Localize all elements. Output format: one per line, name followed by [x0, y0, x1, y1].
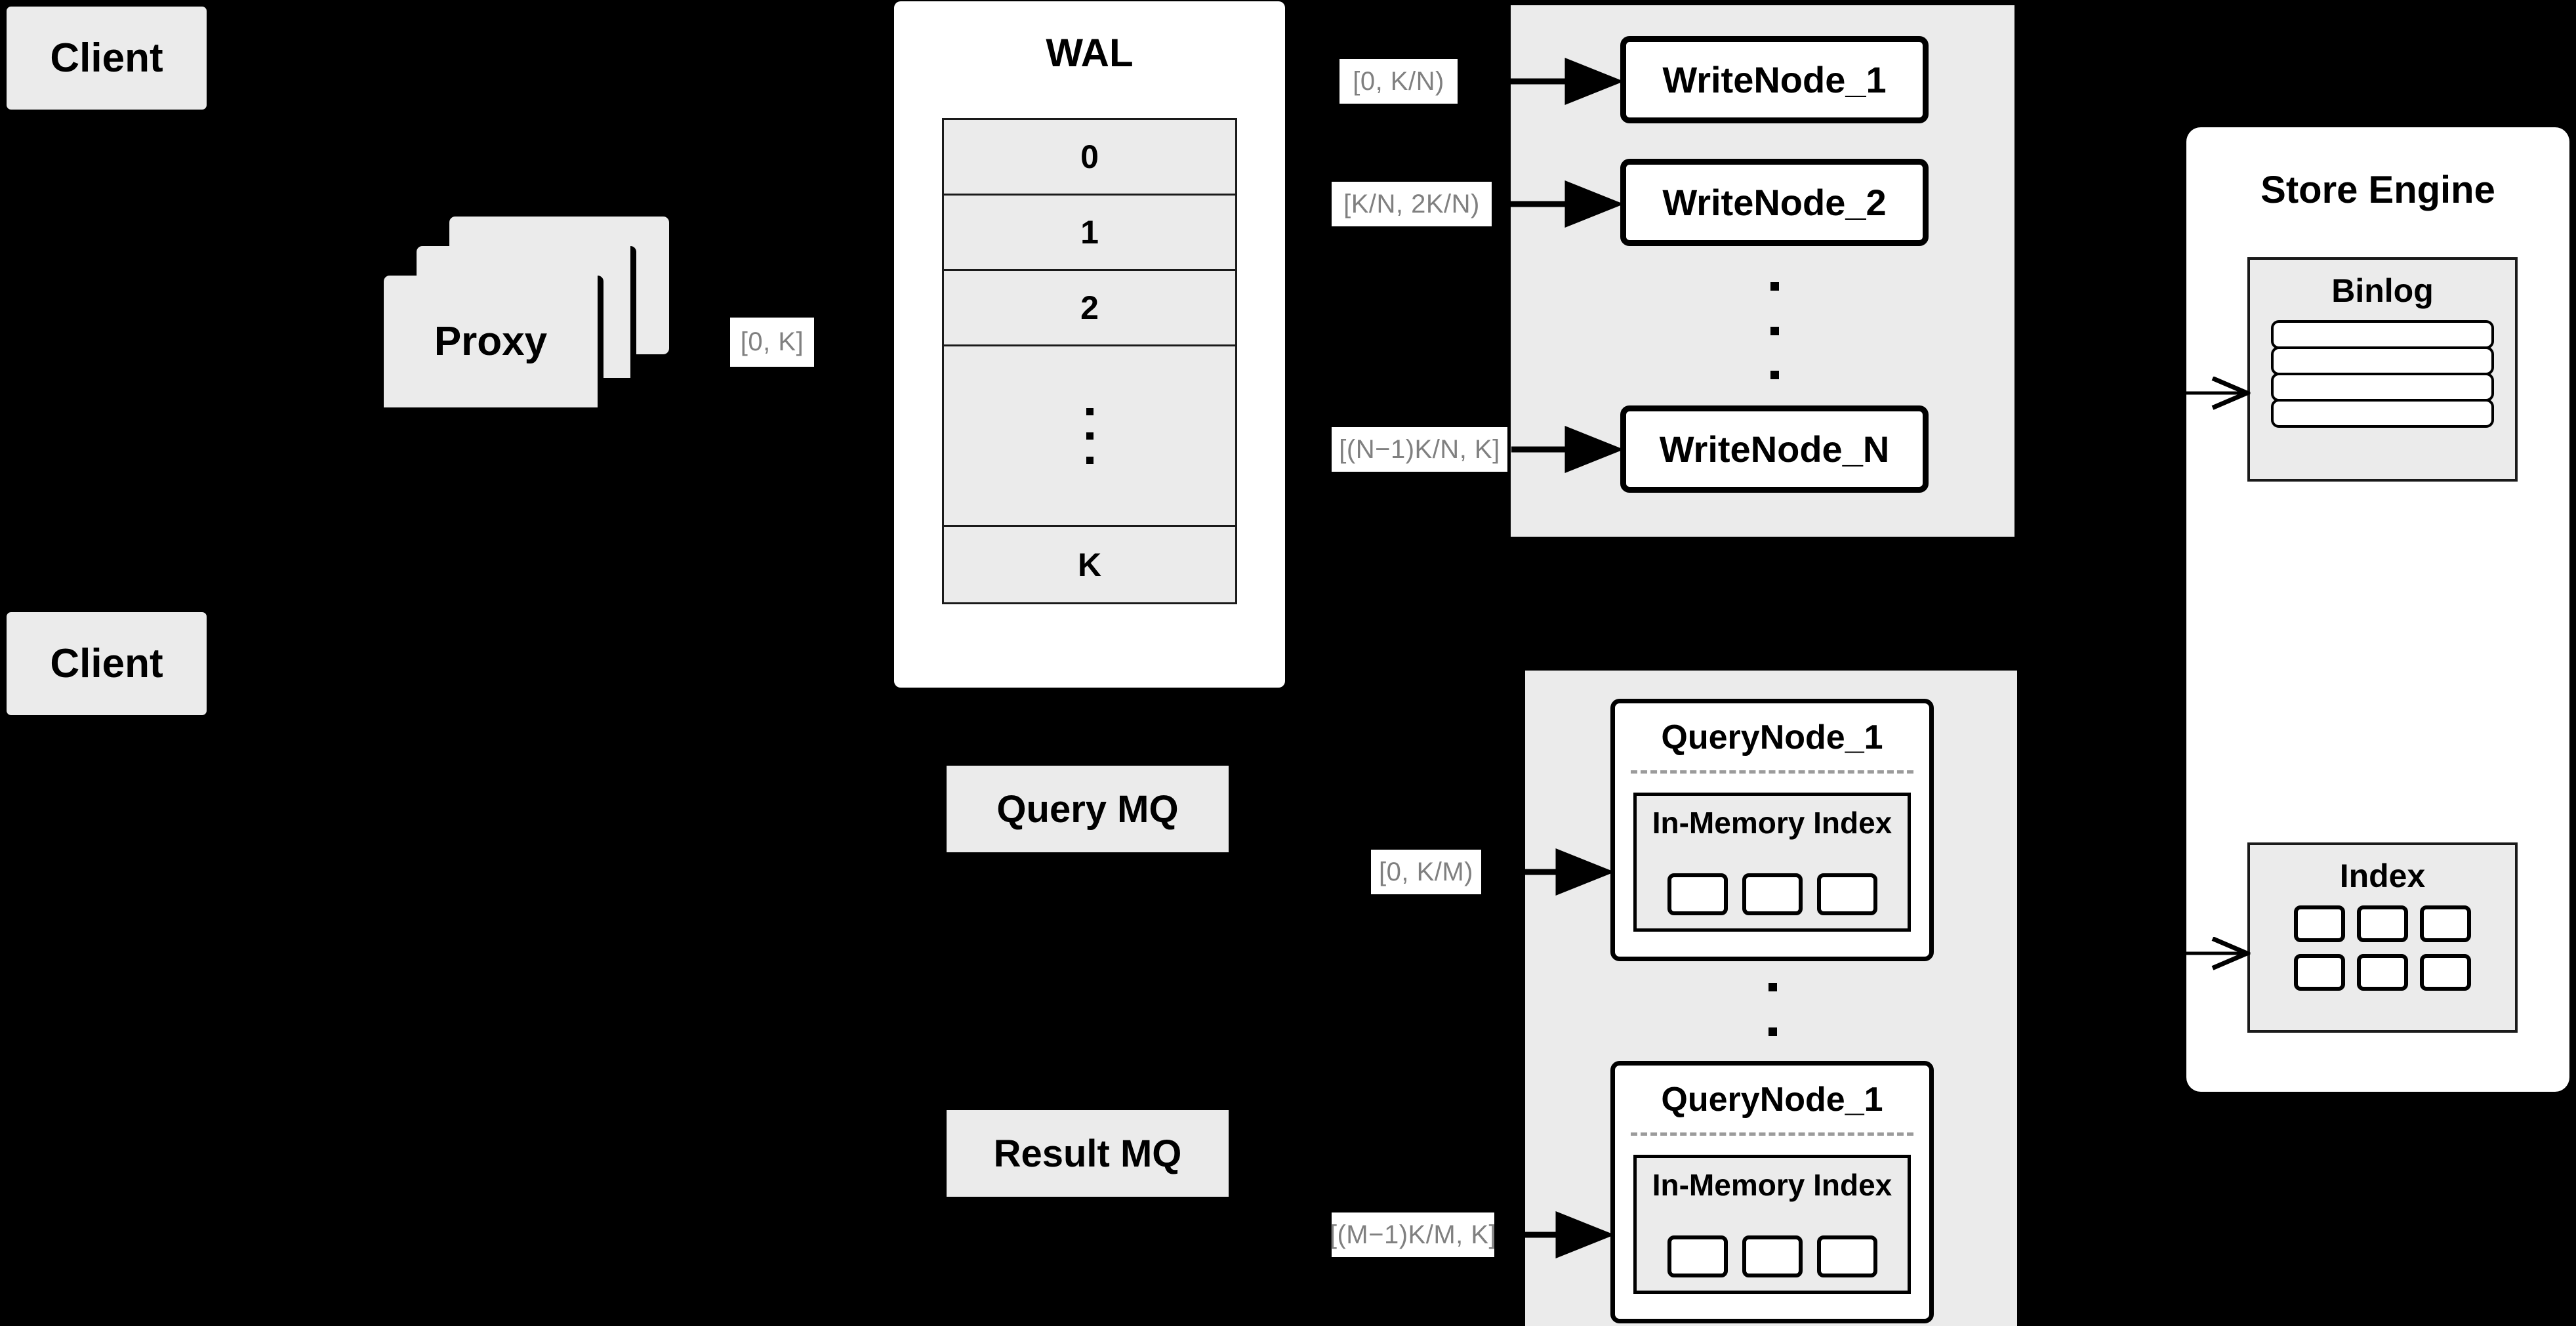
client-label-2: Client	[50, 641, 163, 686]
index-cell	[2420, 905, 2471, 942]
query-node-1[interactable]: QueryNode_1 In-Memory Index	[1610, 699, 1934, 961]
binlog-row	[2271, 399, 2494, 428]
result-mq-label: Result MQ	[993, 1132, 1182, 1175]
index-panel: Index	[2247, 842, 2518, 1033]
store-engine-panel: Store Engine Binlog Index	[2186, 127, 2569, 1092]
ellipsis-dot	[1768, 983, 1777, 991]
query-node-m-divider	[1631, 1132, 1913, 1136]
write-node-n-label: WriteNode_N	[1659, 428, 1890, 470]
wal-row: K	[1077, 546, 1102, 583]
in-memory-index-m: In-Memory Index	[1633, 1155, 1911, 1294]
edge-label-wal-to-writenode-1: [0, K/N)	[1339, 59, 1458, 104]
wal-title: WAL	[1046, 31, 1134, 75]
in-memory-index-m-title: In-Memory Index	[1652, 1168, 1892, 1202]
edge-label-mq-to-querynode-m: [(M−1)K/M, K]	[1330, 1212, 1496, 1257]
index-cell	[1742, 1235, 1803, 1277]
index-cell	[2294, 954, 2345, 991]
ellipsis-dot	[1086, 456, 1094, 464]
ellipsis-dot	[1770, 282, 1779, 291]
ellipsis-dot	[1770, 371, 1779, 379]
index-cell	[1667, 873, 1728, 915]
client-box-2[interactable]: Client	[7, 612, 207, 715]
query-node-m-title: QueryNode_1	[1661, 1081, 1883, 1119]
ellipsis-dot	[1770, 326, 1779, 335]
index-cell	[1667, 1235, 1728, 1277]
ellipsis-dot	[1086, 407, 1094, 415]
write-node-2[interactable]: WriteNode_2	[1620, 159, 1929, 246]
query-mq-label: Query MQ	[996, 787, 1179, 831]
edge-label-wal-to-writenode-n: [(N−1)K/N, K]	[1332, 427, 1507, 472]
wal-row: 2	[944, 271, 1235, 346]
wal-row: 1	[944, 196, 1235, 271]
index-cell	[1816, 1235, 1877, 1277]
edge-label-mq-to-querynode-1: [0, K/M)	[1371, 850, 1481, 894]
index-cell	[2357, 905, 2408, 942]
client-label-1: Client	[50, 35, 163, 81]
in-memory-index-m-cells	[1637, 1235, 1908, 1277]
ellipsis-dot	[1086, 432, 1094, 440]
index-cell	[1816, 873, 1877, 915]
index-cell	[1742, 873, 1803, 915]
wal-panel: WAL 0 1 2 K	[894, 1, 1285, 688]
write-node-2-label: WriteNode_2	[1662, 182, 1887, 223]
query-node-1-divider	[1631, 770, 1913, 774]
ellipsis-dot	[1768, 1027, 1777, 1036]
edge-label-wal-to-writenode-2: [K/N, 2K/N)	[1332, 182, 1492, 226]
proxy-card-front	[384, 276, 603, 413]
write-node-1[interactable]: WriteNode_1	[1620, 36, 1929, 123]
index-grid	[2250, 905, 2515, 991]
wal-table: 0 1 2 K	[942, 118, 1237, 604]
write-node-ellipsis	[1769, 282, 1780, 379]
index-title: Index	[2339, 858, 2426, 894]
write-node-1-label: WriteNode_1	[1662, 59, 1887, 100]
binlog-row	[2271, 346, 2494, 375]
query-node-1-title: QueryNode_1	[1661, 718, 1883, 756]
query-mq-box[interactable]: Query MQ	[947, 766, 1229, 852]
proxy-label: Proxy	[434, 319, 548, 364]
binlog-panel: Binlog	[2247, 257, 2518, 482]
binlog-row	[2271, 373, 2494, 402]
binlog-row	[2271, 320, 2494, 349]
index-cell	[2357, 954, 2408, 991]
in-memory-index-1-title: In-Memory Index	[1652, 806, 1892, 840]
wal-row: 0	[944, 120, 1235, 196]
write-node-n[interactable]: WriteNode_N	[1620, 405, 1929, 493]
edge-label-proxy-to-wal: [0, K]	[730, 318, 814, 367]
store-engine-title: Store Engine	[2260, 169, 2495, 211]
result-mq-box[interactable]: Result MQ	[947, 1110, 1229, 1197]
query-node-m[interactable]: QueryNode_1 In-Memory Index	[1610, 1061, 1934, 1323]
in-memory-index-1-cells	[1637, 873, 1908, 915]
index-cell	[2420, 954, 2471, 991]
in-memory-index-1: In-Memory Index	[1633, 793, 1911, 932]
index-cell	[2294, 905, 2345, 942]
wal-row-ellipsis	[944, 346, 1235, 527]
binlog-rows	[2271, 320, 2494, 428]
proxy-stack[interactable]: Proxy	[384, 217, 672, 426]
binlog-title: Binlog	[2331, 272, 2434, 309]
client-box-1[interactable]: Client	[7, 7, 207, 110]
